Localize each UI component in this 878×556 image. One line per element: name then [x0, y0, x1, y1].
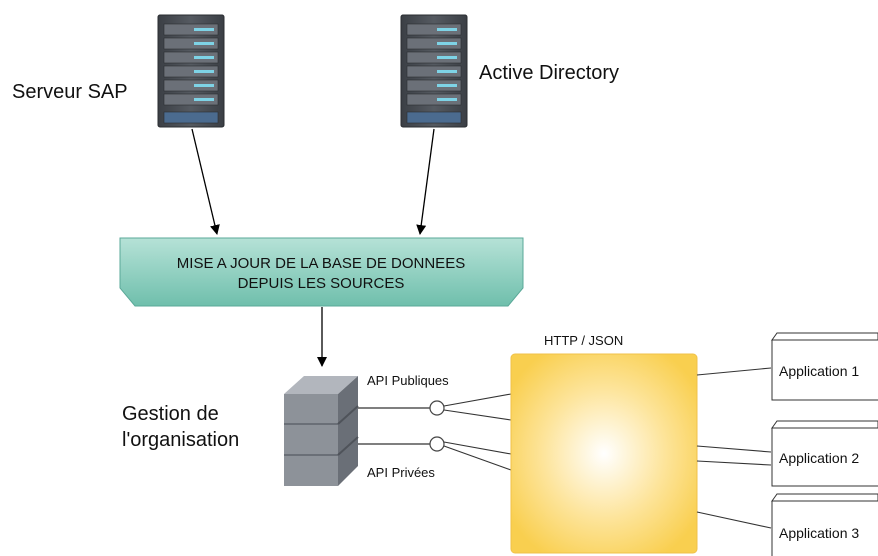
active-directory-icon: [400, 14, 468, 128]
api-public-label: API Publiques: [367, 373, 449, 388]
sap-server-icon: [157, 14, 225, 128]
org-server-icon: [284, 376, 359, 486]
application-2-label: Application 2: [779, 450, 859, 466]
application-1-box: [771, 332, 878, 401]
http-to-apps-links: [696, 367, 772, 529]
application-3-label: Application 3: [779, 525, 859, 541]
sap-to-update-arrow: [191, 128, 220, 235]
application-2-box: [771, 420, 878, 487]
db-update-label-line1: MISE A JOUR DE LA BASE DE DONNEES: [177, 255, 465, 272]
api-public-port-icon: [429, 400, 445, 416]
api-to-http-links: [443, 393, 512, 471]
api-private-port-icon: [429, 436, 445, 452]
active-directory-label: Active Directory: [479, 62, 619, 84]
db-update-label-line2: DEPUIS LES SOURCES: [238, 275, 405, 292]
api-private-label: API Privées: [367, 465, 435, 480]
db-update-process: [119, 237, 524, 307]
http-json-label: HTTP / JSON: [544, 333, 623, 348]
org-label-line1: Gestion de: [122, 403, 219, 425]
ad-to-update-arrow: [416, 128, 435, 235]
org-label-line2: l'organisation: [122, 429, 239, 451]
sap-server-label: Serveur SAP: [12, 81, 128, 103]
application-3-box: [771, 493, 878, 556]
application-1-label: Application 1: [779, 363, 859, 379]
http-json-block: [510, 353, 698, 554]
